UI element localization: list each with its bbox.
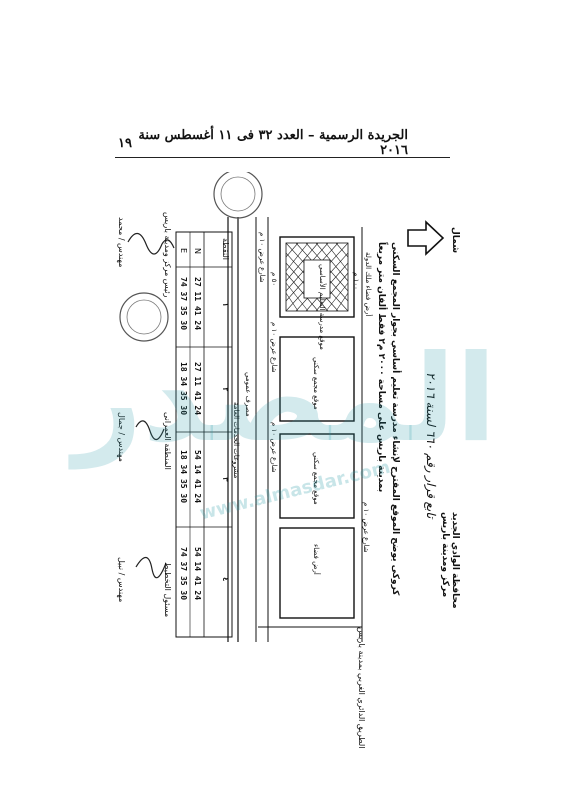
- legend-point: النقطة: [221, 238, 230, 260]
- legend-e: E: [179, 248, 188, 254]
- signature-scribble: [127, 232, 175, 255]
- point-e: 30 35 37 74: [179, 277, 188, 331]
- street-label-3: شارع عرض ١٠ م: [362, 502, 370, 553]
- legend-n: N: [193, 248, 202, 254]
- point-id: ٣: [221, 477, 230, 482]
- dims-side-label: ٥٠ م: [270, 272, 278, 287]
- street-label-2: شارع عرض ١٠ م: [270, 422, 278, 473]
- header-rule: [115, 157, 450, 158]
- point-e: 30 35 34 18: [179, 362, 188, 416]
- district-title: مركز ومدينة باريس: [440, 512, 450, 598]
- block-label-1: موقع مجمع سكني: [312, 357, 320, 410]
- north-label: شمال: [450, 227, 460, 254]
- point-n: 24 41 11 27: [193, 362, 202, 416]
- school-label: موقع مدرسة التعليم الأساسي: [318, 264, 326, 350]
- street-label-4: شارع عرض ١٠ م: [258, 232, 266, 283]
- handwritten-note: تابع قرار رقم ٦٦٠ لسنة ٢٠١٦: [424, 372, 438, 519]
- point-id: ١: [221, 302, 230, 307]
- plan-drawing: [119, 169, 445, 642]
- plan-title-2: بمدينة باريس على مساحة ٢٠٠٠ م٢ فقط ألفان…: [376, 242, 386, 493]
- point-n: 24 41 11 27: [193, 277, 202, 331]
- point-n: 24 41 14 54: [193, 450, 202, 504]
- dims-top-label: ١٠٠ م: [352, 272, 360, 290]
- top-land-label: أرض فضاء ملك الدولة: [364, 252, 372, 317]
- plan-title: كروكى يوضح الموقع المقترح لإنشاء مدرسة ت…: [390, 242, 400, 596]
- canal-label: مصرف عمومي: [244, 372, 252, 417]
- service-strip-label: مشروعات الخدمات العامة: [232, 402, 240, 479]
- signer-3-name: مهندس / محمد: [117, 217, 126, 268]
- signature-scribble: [135, 420, 165, 441]
- signer-1-role: مسئول التخطيط: [163, 562, 172, 618]
- point-e: 30 35 37 74: [179, 547, 188, 601]
- point-n: 24 41 14 54: [193, 547, 202, 601]
- governorate-title: محافظة الوادي الجديد: [450, 512, 460, 609]
- signer-2-name: مهندس / جمال: [117, 412, 126, 462]
- main-road-label: الطريق الدائري الغربي بمدينة باريس: [357, 627, 366, 749]
- page-header: الجريدة الرسمية – العدد ٣٢ فى ١١ أغسطس س…: [118, 128, 408, 158]
- north-arrow-icon: [407, 220, 445, 256]
- signer-2-role: المنطقة العمرانى: [163, 412, 172, 470]
- point-e: 30 35 34 18: [179, 450, 188, 504]
- signer-3-role: رئيس مركز ومدينة باريس: [163, 212, 172, 298]
- point-id: ٢: [221, 387, 230, 392]
- publication-line: الجريدة الرسمية – العدد ٣٢ فى ١١ أغسطس س…: [138, 128, 408, 158]
- street-label-1: شارع عرض ١٠ م: [270, 322, 278, 373]
- scanned-plan: محافظة الوادي الجديد مركز ومدينة باريس ك…: [108, 169, 466, 748]
- page-number: ١٩: [118, 135, 132, 151]
- block-label-2: موقع مجمع سكني: [312, 452, 320, 505]
- signature-scribble: [135, 556, 167, 579]
- point-id: ٤: [221, 577, 230, 582]
- signer-1-name: مهندس / نبيل: [117, 557, 126, 603]
- block-label-3: أرض فضاء: [312, 544, 320, 575]
